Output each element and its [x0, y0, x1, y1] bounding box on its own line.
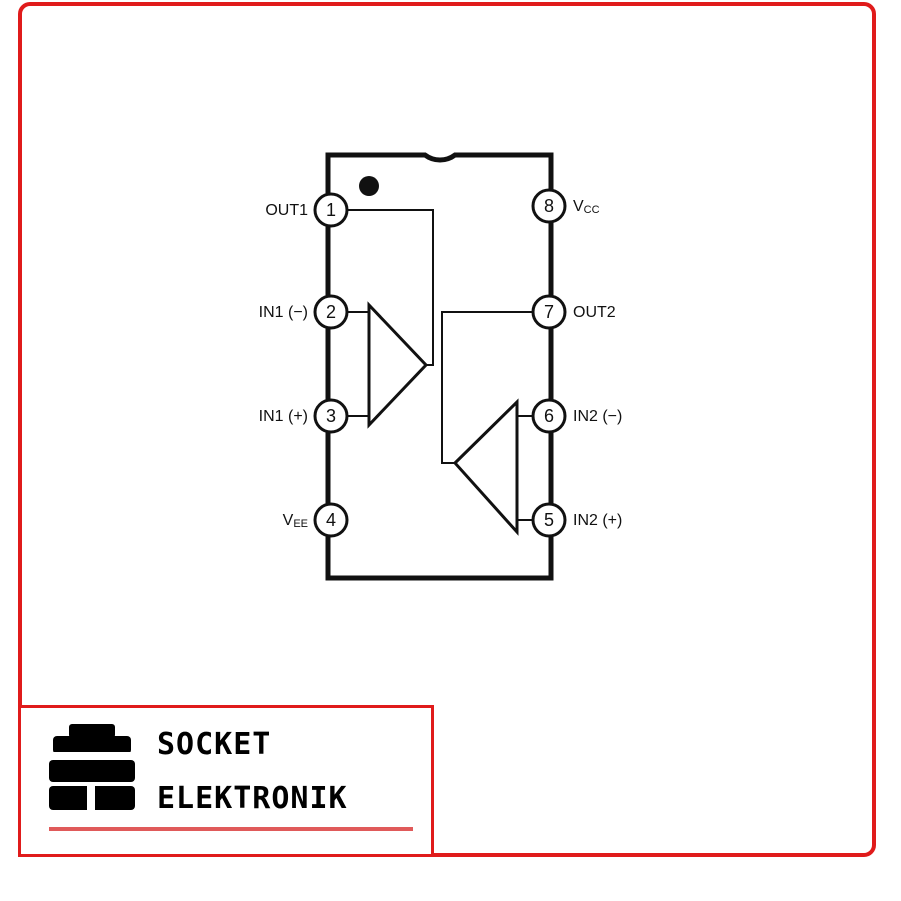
logo-box: SOCKET ELEKTRONIK: [18, 705, 434, 857]
internal-wiring: [346, 209, 534, 521]
pin-6: 6 IN2 (−): [531, 398, 622, 434]
image-frame: [18, 2, 876, 857]
pin-4: 4 VEE: [283, 502, 349, 538]
opamp-2-triangle: [452, 398, 519, 536]
pin-8-number: 8: [544, 196, 554, 216]
pin-1: 1 OUT1: [265, 192, 349, 228]
pin-5-number: 5: [544, 510, 554, 530]
pin-6-number: 6: [544, 406, 554, 426]
logo-text-socket: SOCKET: [157, 727, 272, 762]
pin-3-label: IN1 (+): [259, 408, 308, 425]
pin-8: 8 VCC: [531, 188, 600, 224]
pin-5: 5 IN2 (+): [531, 502, 622, 538]
pin-3-number: 3: [326, 406, 336, 426]
socket-icon: [49, 724, 135, 810]
pin-4-label: VEE: [283, 512, 308, 531]
pin-2: 2 IN1 (−): [259, 294, 349, 330]
logo-text-elektronik: ELEKTRONIK: [157, 781, 348, 816]
pin-1-label: OUT1: [265, 202, 308, 219]
pin-2-label: IN1 (−): [259, 304, 308, 321]
pin-2-number: 2: [326, 302, 336, 322]
pin-8-label: VCC: [573, 198, 600, 217]
logo-underline: [49, 827, 413, 831]
pin-5-label: IN2 (+): [573, 512, 622, 529]
opamp-1-triangle: [367, 301, 429, 429]
pin-3: 3 IN1 (+): [259, 398, 349, 434]
pin-7-number: 7: [544, 302, 554, 322]
ic-package-outline: [325, 152, 554, 581]
pin1-indicator-dot: [359, 176, 379, 196]
pin-1-number: 1: [326, 200, 336, 220]
pin-4-number: 4: [326, 510, 336, 530]
pin-7: 7 OUT2: [531, 294, 616, 330]
pin-7-label: OUT2: [573, 304, 616, 321]
pin-6-label: IN2 (−): [573, 408, 622, 425]
